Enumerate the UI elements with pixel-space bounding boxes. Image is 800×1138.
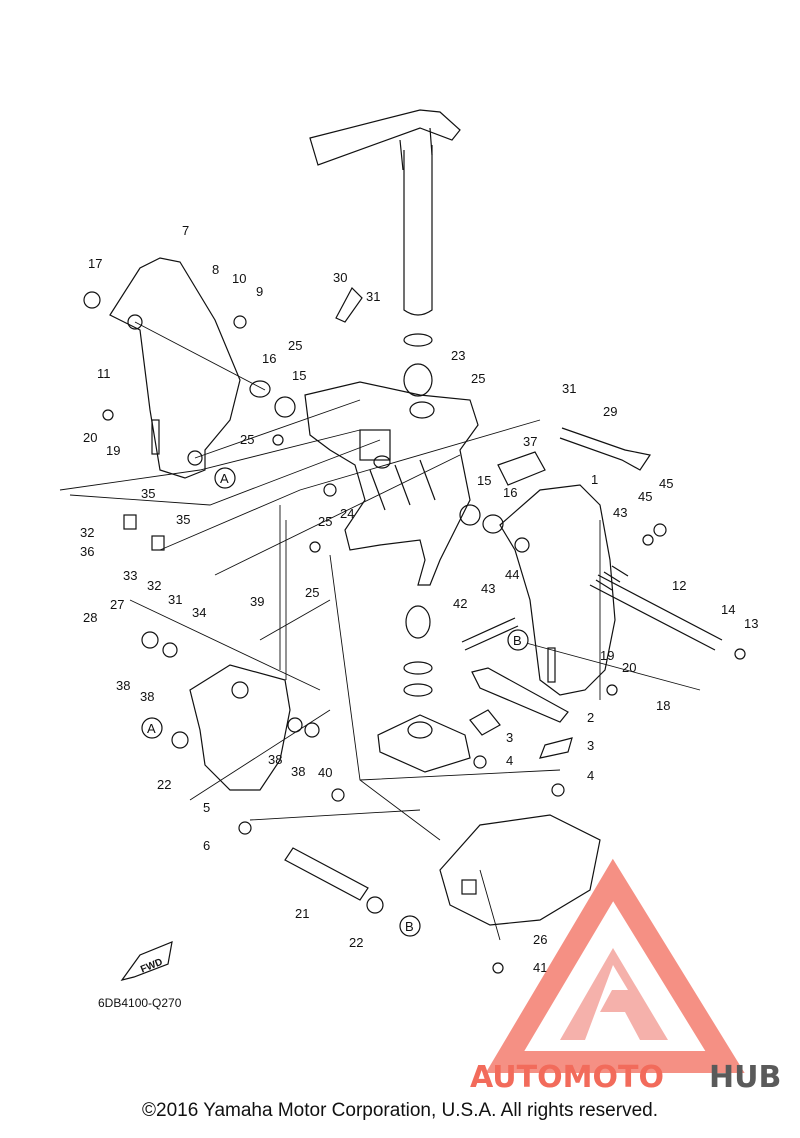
callout-16: 16	[262, 351, 276, 366]
callout-26: 26	[533, 932, 547, 947]
ref-b: B	[405, 919, 414, 934]
callout-38: 38	[116, 678, 130, 693]
callout-22: 22	[349, 935, 363, 950]
callout-20: 20	[622, 660, 636, 675]
callout-19: 19	[600, 648, 614, 663]
callout-14: 14	[721, 602, 735, 617]
reference-markers	[141, 467, 529, 937]
callout-28: 28	[83, 610, 97, 625]
callout-25: 25	[240, 432, 254, 447]
through-shaft	[284, 847, 369, 901]
callout-25: 25	[305, 585, 319, 600]
callout-15: 15	[477, 473, 491, 488]
fwd-label: FWD	[139, 957, 164, 976]
callout-44: 44	[505, 567, 519, 582]
callout-11: 11	[97, 366, 111, 381]
callout-18: 18	[656, 698, 670, 713]
clamp-bracket-right	[499, 484, 616, 696]
callout-38: 38	[268, 752, 282, 767]
callout-27: 27	[110, 597, 124, 612]
callout-7: 7	[182, 223, 189, 238]
callout-3: 3	[506, 730, 513, 745]
callout-25: 25	[318, 514, 332, 529]
callout-6: 6	[203, 838, 210, 853]
callout-35: 35	[141, 486, 155, 501]
diagram-code: 6DB4100-Q270	[98, 996, 182, 1010]
callout-3: 3	[587, 738, 594, 753]
callout-42: 42	[453, 596, 467, 611]
diagram-drawing	[59, 109, 746, 981]
callout-21: 21	[295, 906, 309, 921]
callout-17: 17	[88, 256, 102, 271]
callout-23: 23	[451, 348, 465, 363]
callout-39: 39	[250, 594, 264, 609]
callout-36: 36	[80, 544, 94, 559]
callout-9: 9	[256, 284, 263, 299]
callout-22: 22	[157, 777, 171, 792]
callout-31: 31	[366, 289, 380, 304]
callout-20: 20	[83, 430, 97, 445]
clamp-bracket-left	[109, 257, 241, 479]
callout-10: 10	[232, 271, 246, 286]
automotohub-logo: AUTOMOTO HUB	[470, 858, 781, 1095]
callout-12: 12	[672, 578, 686, 593]
callout-29: 29	[603, 404, 617, 419]
fwd-arrow	[120, 941, 173, 981]
callout-40: 40	[318, 765, 332, 780]
swivel-bracket	[304, 381, 479, 586]
callout-38: 38	[140, 689, 154, 704]
callout-45: 45	[659, 476, 673, 491]
callout-37: 37	[523, 434, 537, 449]
callout-32: 32	[147, 578, 161, 593]
watermark-text-automoto: AUTOMOTO	[470, 1060, 664, 1095]
callout-19: 19	[106, 443, 120, 458]
callout-5: 5	[203, 800, 210, 815]
callout-33: 33	[123, 568, 137, 583]
callout-16: 16	[503, 485, 517, 500]
callout-32: 32	[80, 525, 94, 540]
callout-1: 1	[591, 472, 598, 487]
ref-b: B	[513, 633, 522, 648]
callout-13: 13	[744, 616, 758, 631]
copyright-notice: ©2016 Yamaha Motor Corporation, U.S.A. A…	[142, 1100, 658, 1121]
callout-4: 4	[506, 753, 513, 768]
callout-45: 45	[638, 489, 652, 504]
tilt-shaft	[589, 574, 723, 651]
callout-35: 35	[176, 512, 190, 527]
callout-30: 30	[333, 270, 347, 285]
callout-8: 8	[212, 262, 219, 277]
tiller-arm	[309, 109, 461, 166]
callout-31: 31	[562, 381, 576, 396]
steering-column	[403, 145, 433, 316]
callout-43: 43	[613, 505, 627, 520]
ref-a: A	[147, 721, 156, 736]
callout-41: 41	[533, 960, 547, 975]
callout-25: 25	[288, 338, 302, 353]
callout-25: 25	[471, 371, 485, 386]
callout-24: 24	[340, 506, 354, 521]
callout-38: 38	[291, 764, 305, 779]
callout-15: 15	[292, 368, 306, 383]
part-callouts: 1 2 3 3 4 4 5 6 7 8 9 10 11 12 13 14 15 …	[80, 223, 758, 975]
callout-4: 4	[587, 768, 594, 783]
ref-a: A	[220, 471, 229, 486]
callout-34: 34	[192, 605, 206, 620]
watermark-text-hub: HUB	[709, 1060, 781, 1095]
callout-2: 2	[587, 710, 594, 725]
callout-43: 43	[481, 581, 495, 596]
callout-31: 31	[168, 592, 182, 607]
